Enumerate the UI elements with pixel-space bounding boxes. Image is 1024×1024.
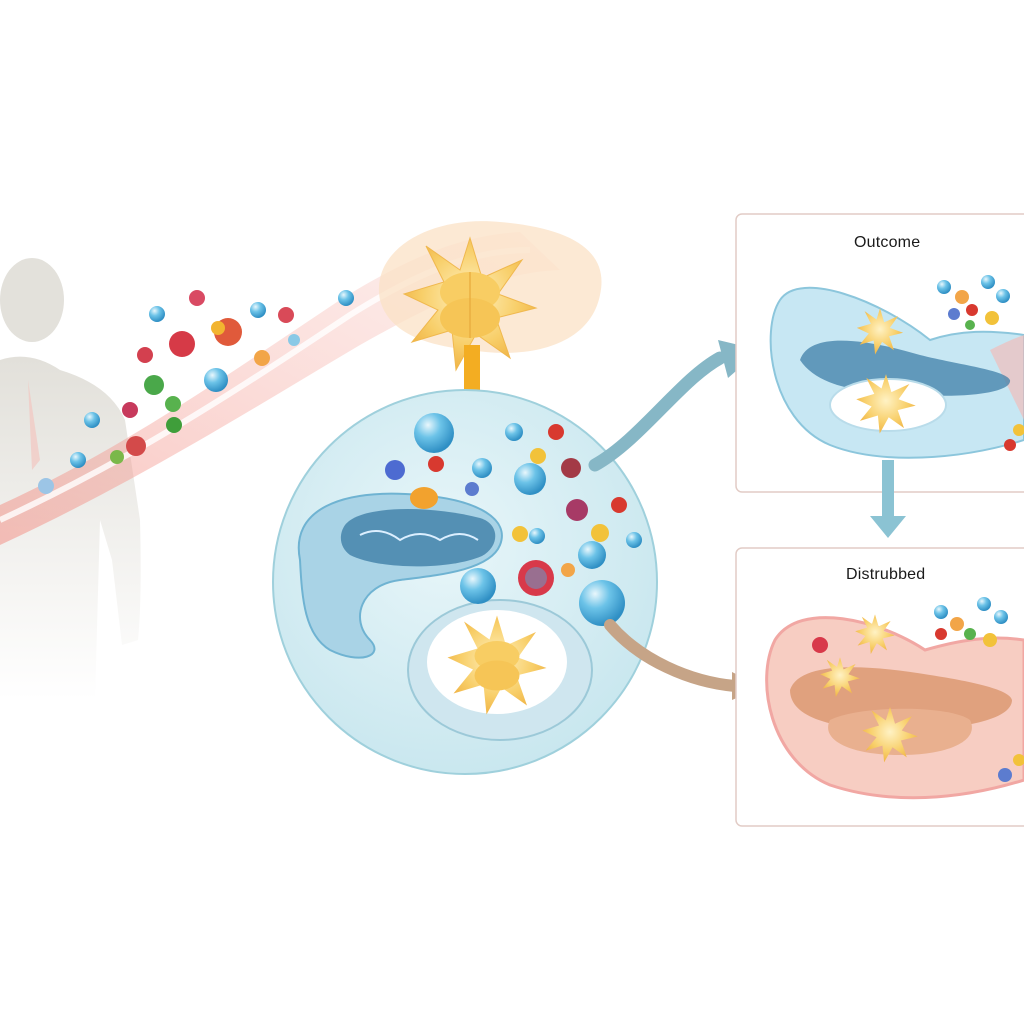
molecule-cluster-stream — [38, 290, 354, 494]
nucleus-star-icon — [447, 615, 547, 715]
disturbed-panel — [735, 547, 1024, 827]
cell-icon — [272, 389, 658, 775]
human-silhouette-icon — [0, 258, 141, 700]
nucleus-star-icon — [856, 308, 904, 355]
molecule-cluster-disturbed — [812, 597, 1024, 782]
disturbed-panel-title: Distrubbed — [846, 566, 926, 583]
molecule-cluster-outcome — [937, 275, 1024, 451]
nucleus-star-icon — [862, 706, 918, 763]
outcome-panel-title: Outcome — [854, 234, 921, 251]
nucleus-star-icon — [855, 614, 895, 654]
nucleus-star-icon — [856, 374, 916, 434]
nucleus-star-icon — [402, 236, 538, 372]
mitochondrion-icon — [800, 340, 1011, 396]
mitochondrion-icon — [297, 492, 503, 659]
arrow-down-panels-icon — [870, 460, 906, 538]
outcome-panel — [735, 213, 1024, 493]
molecule-cluster-cell — [385, 413, 642, 626]
nucleus-star-icon — [820, 657, 860, 697]
